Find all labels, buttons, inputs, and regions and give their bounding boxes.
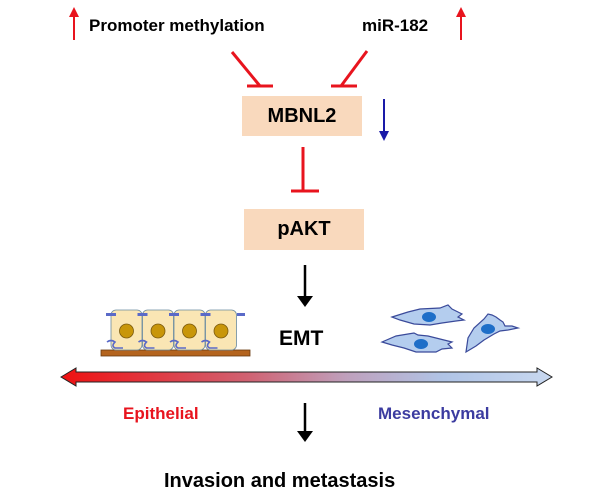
inhibition-line [291, 147, 319, 193]
activation-arrow [297, 265, 313, 307]
activation-arrow [297, 403, 313, 442]
nucleus [182, 323, 197, 339]
mesenchymal-cells-illustration [380, 304, 521, 354]
invasion-metastasis-label: Invasion and metastasis [164, 470, 396, 492]
emt-label: EMT [279, 327, 324, 350]
nucleus [213, 323, 229, 339]
cell-junction [137, 313, 148, 316]
up-arrow-icon [456, 7, 466, 40]
desmosome [106, 339, 123, 349]
inhibition-line [230, 51, 273, 88]
mir-182-label: miR-182 [362, 16, 429, 35]
mbnl2-node: MBNL2 [242, 96, 362, 136]
mesenchymal-label: Mesenchymal [378, 404, 490, 423]
desmosome [138, 339, 155, 349]
desmosome [201, 339, 218, 349]
cell-junction [106, 313, 116, 316]
nucleus [150, 323, 166, 339]
inhibition-line [331, 50, 369, 88]
desmosome [169, 339, 186, 349]
epithelial-mesenchymal-spectrum-arrow [60, 367, 553, 387]
basement-membrane [100, 349, 251, 357]
cell-junction [200, 313, 211, 316]
cell-junction [237, 313, 245, 316]
pakt-label: pAKT [277, 218, 331, 240]
pakt-node: pAKT [244, 209, 364, 250]
epithelial-label: Epithelial [123, 404, 199, 423]
cell-junction [169, 313, 179, 316]
up-arrow-icon [69, 7, 79, 40]
down-arrow-icon [379, 99, 389, 141]
nucleus [119, 323, 134, 339]
mbnl2-label: MBNL2 [267, 104, 337, 127]
epithelial-cells-illustration [100, 309, 251, 357]
promoter-methylation-label: Promoter methylation [89, 16, 265, 35]
